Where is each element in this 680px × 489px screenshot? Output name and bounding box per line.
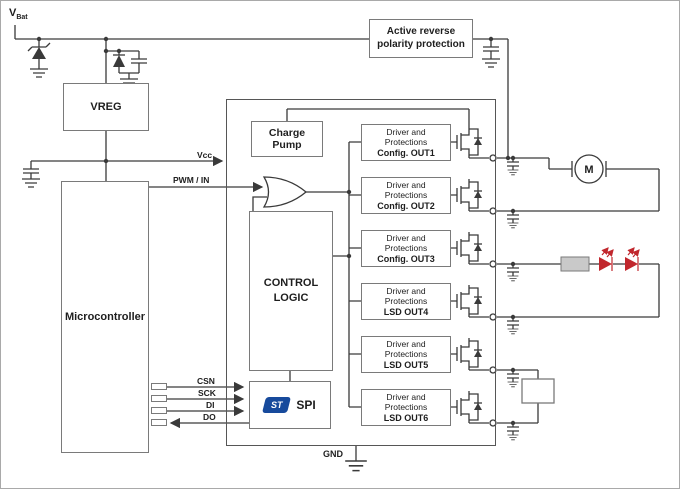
driver-name: LSD OUT6 [383, 413, 429, 424]
control-logic-block: CONTROL LOGIC [249, 211, 333, 371]
motor-icon: M [571, 154, 607, 184]
vbat-main: V [9, 7, 17, 19]
driver-title: Driver and Protections [384, 391, 428, 412]
do-pin [151, 419, 167, 426]
label-di: DI [206, 400, 215, 410]
charge-pump-block: Charge Pump [251, 121, 323, 157]
or-gate-icon [262, 176, 308, 208]
ground-icon [481, 58, 501, 68]
driver-block-out6: Driver and Protections LSD OUT6 [361, 389, 451, 426]
label-sck: SCK [198, 388, 216, 398]
driver-ic-outline [226, 99, 496, 446]
vreg-block: VREG [63, 83, 149, 131]
led-icon [625, 248, 639, 271]
driver-name: LSD OUT5 [383, 360, 429, 371]
label-do: DO [203, 412, 216, 422]
driver-title: Driver and Protections [384, 126, 428, 147]
driver-name: LSD OUT4 [383, 307, 429, 318]
csn-pin [151, 383, 167, 390]
vbat-label: VBat [9, 7, 28, 21]
reverse-polarity-protection-block: Active reverse polarity protection [369, 19, 473, 58]
driver-name: Config. OUT1 [377, 148, 435, 159]
capacitor-icon [482, 46, 500, 52]
driver-block-out2: Driver and Protections Config. OUT2 [361, 177, 451, 214]
driver-name: Config. OUT2 [377, 201, 435, 212]
ground-icon [21, 178, 41, 188]
zener-diode-icon [27, 42, 51, 59]
relay-icon [521, 378, 555, 404]
driver-name: Config. OUT3 [377, 254, 435, 265]
motor-label: M [584, 164, 593, 176]
gnd-pin-ground-icon [344, 460, 368, 472]
led-icon [599, 248, 613, 271]
microcontroller-block: Microcontroller [61, 181, 149, 453]
label-pwm-in: PWM / IN [173, 175, 210, 185]
driver-title: Driver and Protections [384, 179, 428, 200]
driver-block-out4: Driver and Protections LSD OUT4 [361, 283, 451, 320]
vbat-sub: Bat [16, 14, 28, 22]
label-gnd: GND [323, 449, 343, 459]
resistor-icon [560, 256, 590, 272]
driver-title: Driver and Protections [384, 285, 428, 306]
driver-block-out1: Driver and Protections Config. OUT1 [361, 124, 451, 161]
spi-label: SPI [296, 398, 316, 412]
spi-block: ST SPI [249, 381, 331, 429]
st-logo-text: ST [271, 400, 283, 410]
diode-icon [113, 54, 125, 67]
label-csn: CSN [197, 376, 215, 386]
driver-title: Driver and Protections [384, 338, 428, 359]
sck-pin [151, 395, 167, 402]
capacitor-icon [22, 168, 40, 174]
label-vcc: Vcc [197, 150, 213, 160]
driver-block-out5: Driver and Protections LSD OUT5 [361, 336, 451, 373]
st-logo-icon: ST [262, 397, 292, 413]
capacitor-icon [130, 58, 148, 64]
ground-icon [29, 68, 49, 78]
pin-circles [489, 154, 497, 427]
di-pin [151, 407, 167, 414]
driver-title: Driver and Protections [384, 232, 428, 253]
junction-dots [36, 36, 516, 426]
driver-block-out3: Driver and Protections Config. OUT3 [361, 230, 451, 267]
output-capacitor-icons [506, 161, 520, 432]
